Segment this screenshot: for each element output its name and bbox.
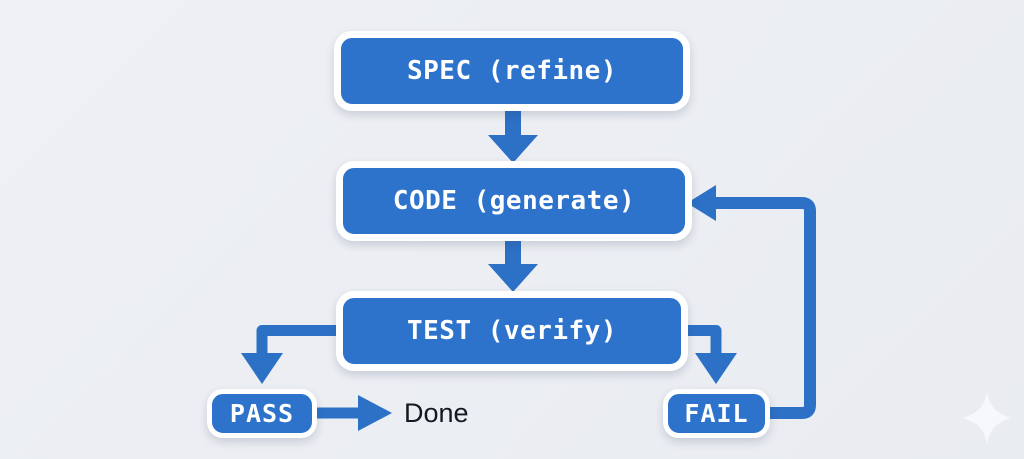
node-spec: SPEC (refine) <box>334 31 690 111</box>
node-fail-label: FAIL <box>684 399 749 428</box>
arrow-fail-to-code-loop <box>714 197 816 419</box>
sparkle-icon <box>963 392 1011 444</box>
arrow-test-to-fail <box>684 325 722 355</box>
arrowhead-test-to-fail <box>695 353 737 384</box>
arrowhead-fail-to-code <box>687 185 716 221</box>
arrowhead-test-to-pass <box>241 353 283 384</box>
node-code: CODE (generate) <box>336 161 692 241</box>
arrow-spec-to-code <box>488 111 538 163</box>
node-pass: PASS <box>207 389 317 438</box>
node-test: TEST (verify) <box>336 291 688 371</box>
node-fail: FAIL <box>663 389 770 438</box>
arrow-test-to-pass <box>256 325 340 355</box>
node-code-label: CODE (generate) <box>392 186 636 216</box>
node-pass-label: PASS <box>229 399 295 428</box>
arrowhead-pass-to-done <box>358 395 392 431</box>
done-label: Done <box>404 398 469 428</box>
arrow-code-to-test <box>488 241 538 292</box>
node-spec-label: SPEC (refine) <box>407 56 617 86</box>
node-test-label: TEST (verify) <box>407 316 617 346</box>
